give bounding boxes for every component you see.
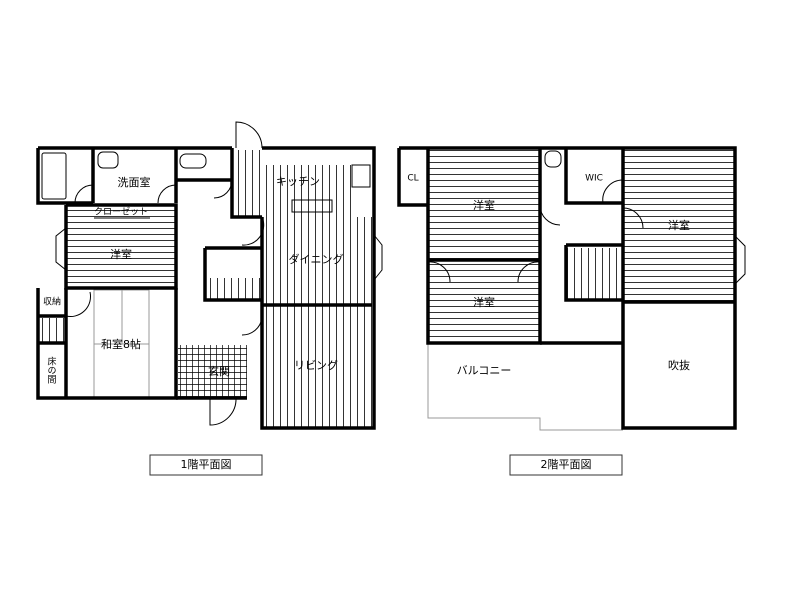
bay-window <box>734 235 746 285</box>
room-label-living: リビング <box>294 358 338 372</box>
bath-door-icon <box>74 184 94 204</box>
western-room-3-floor <box>623 150 735 302</box>
floor1-caption-box <box>149 454 263 476</box>
washbasin-icon <box>97 151 119 169</box>
door-icon <box>622 207 644 229</box>
room-label-wic: WIC <box>585 174 603 184</box>
floor2-caption-box <box>509 454 623 476</box>
room-label-western-room-1: 洋室 <box>473 198 495 212</box>
front-door-icon <box>209 397 237 426</box>
floor2-plan: CL 洋室 WIC 洋室 洋室 バルコニー 吹抜 <box>397 146 746 431</box>
storage-door-icon <box>65 291 91 317</box>
room-label-storage: 収納 <box>43 296 61 308</box>
room-label-balcony: バルコニー <box>457 364 512 377</box>
room-label-washroom: 洗面室 <box>118 175 151 189</box>
entrance-floor <box>178 345 247 398</box>
room-label-closet: クローゼット <box>94 206 148 218</box>
western-room-1-floor <box>428 150 540 260</box>
toilet-door-icon <box>213 179 233 199</box>
room-label-atrium: 吹抜 <box>668 358 690 372</box>
floor1-plan: 洗面室 キッチン クローゼット 洋室 ダイニング 収納 和室8帖 床の間 玄関 … <box>36 121 383 430</box>
dining-door-icon <box>241 216 265 246</box>
room-label-western-room: 洋室 <box>110 247 132 261</box>
door-icon <box>517 261 541 283</box>
kitchen-back-floor <box>232 150 262 217</box>
bathtub-icon <box>41 152 67 200</box>
dining-floor <box>262 217 372 305</box>
western-room-floor <box>66 205 176 288</box>
door-icon <box>427 261 451 283</box>
kitchen-door-icon <box>235 121 263 149</box>
room-label-closet: CL <box>407 174 418 184</box>
stairs-1f <box>210 278 260 300</box>
bay-window <box>373 234 383 281</box>
toilet-icon <box>179 153 207 169</box>
western-room-2-floor <box>428 262 540 343</box>
door-icon <box>602 179 624 204</box>
toilet-icon <box>544 150 562 168</box>
room-label-entrance: 玄関 <box>208 364 230 378</box>
room-label-dining: ダイニング <box>289 252 344 266</box>
floor1-caption: 1階平面図 <box>181 457 232 471</box>
stove-icon <box>351 164 371 188</box>
room-label-tokonoma: 床の間 <box>46 355 57 384</box>
floor2-caption: 2階平面図 <box>541 457 592 471</box>
washroom-door-icon <box>157 184 177 204</box>
door-icon <box>539 204 561 226</box>
room-label-western-room-3: 洋室 <box>668 218 690 232</box>
room-label-kitchen: キッチン <box>276 175 320 188</box>
living-floor <box>262 305 372 428</box>
tokonoma-side-floor <box>38 318 66 343</box>
stairs-2f <box>567 248 621 300</box>
room-label-japanese-room: 和室8帖 <box>101 337 141 351</box>
room-label-western-room-2: 洋室 <box>473 295 495 309</box>
kitchen-floor <box>262 165 352 217</box>
living-door-icon <box>241 317 263 336</box>
sink-icon <box>291 199 333 213</box>
bay-window <box>55 227 67 271</box>
balcony-rail <box>427 343 623 431</box>
